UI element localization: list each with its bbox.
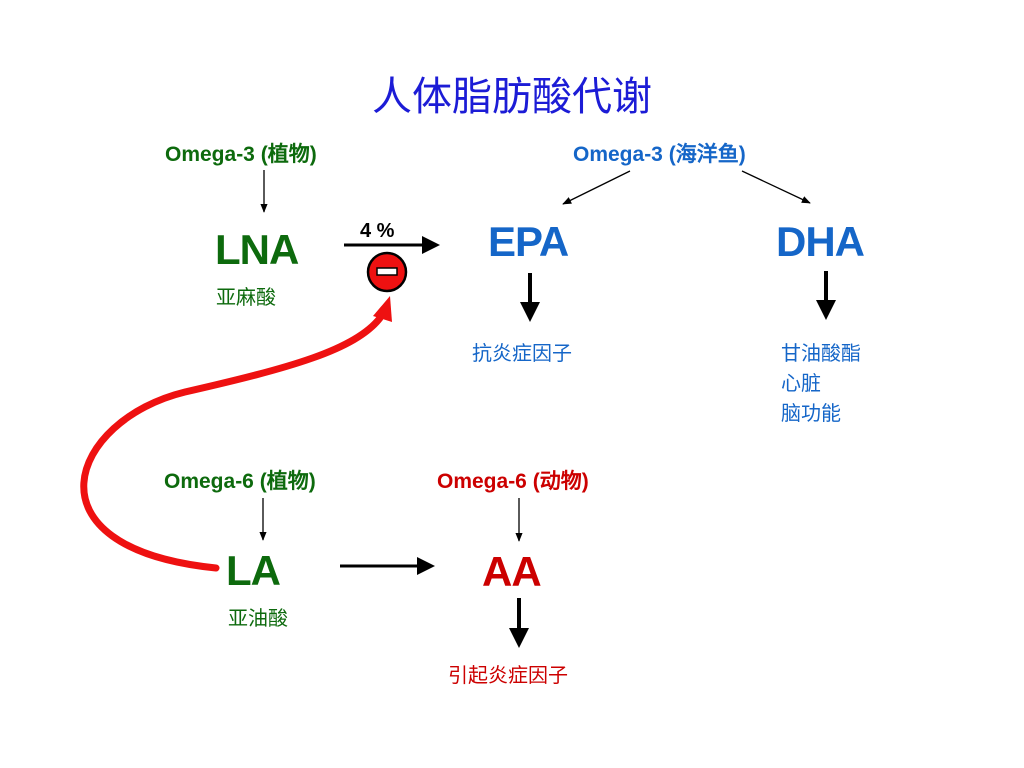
page-title: 人体脂肪酸代谢 [372,74,652,120]
arrow-lna-to-epa-head [422,236,440,254]
omega3-plant-label: Omega-3 (植物) [165,143,317,166]
omega3-fish-label: Omega-3 (海洋鱼) [573,143,746,166]
arrow-aa-down-head [509,628,529,648]
minus-circle-icon [366,251,408,293]
aa-abbr: AA [482,548,542,595]
epa-abbr: EPA [488,218,569,265]
epa-effect: 抗炎症因子 [472,343,572,365]
lna-abbr: LNA [215,226,299,273]
conversion-rate: 4 % [360,220,395,242]
arrow-la-to-aa-head [417,557,435,575]
inhibition-curve [80,314,384,572]
arrow-omega3-fish-to-epa [562,170,631,205]
aa-effect: 引起炎症因子 [448,665,568,687]
omega6-animal-label: Omega-6 (动物) [437,470,589,493]
dha-effect-2: 心脏 [781,373,821,395]
lna-name: 亚麻酸 [216,287,276,309]
omega6-plant-label: Omega-6 (植物) [164,470,316,493]
la-name: 亚油酸 [228,608,288,630]
inhibition-curve-head [373,296,392,322]
dha-abbr: DHA [776,218,865,265]
la-abbr: LA [226,547,281,594]
dha-effect-3: 脑功能 [781,403,841,425]
arrow-omega3-fish-to-dha [741,170,811,204]
dha-effect-1: 甘油酸酯 [781,343,861,365]
arrow-epa-down-head [520,302,540,322]
arrow-dha-down-head [816,300,836,320]
